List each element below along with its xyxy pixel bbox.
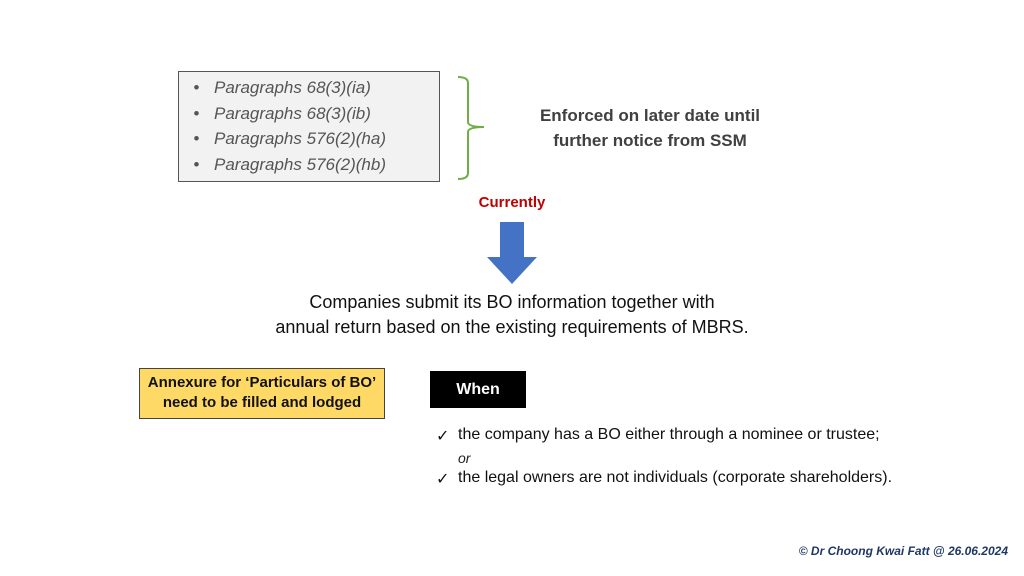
list-item: • Paragraphs 68(3)(ib)	[179, 101, 439, 127]
annexure-line: need to be filled and lodged	[162, 394, 362, 411]
enforced-line: further notice from SSM	[553, 131, 747, 150]
condition-item: ✓ the legal owners are not individuals (c…	[436, 469, 892, 489]
annexure-line: Annexure for ‘Particulars of BO’	[147, 374, 377, 391]
paragraph-list-box: • Paragraphs 68(3)(ia) • Paragraphs 68(3)(…	[178, 71, 440, 182]
copyright-credit: © Dr Choong Kwai Fatt @ 26.06.2024	[798, 544, 1008, 558]
down-arrow-icon	[487, 222, 537, 284]
paragraph-label: Paragraphs 576(2)(ha)	[214, 129, 386, 148]
currently-label: Currently	[478, 194, 546, 211]
bullet: •	[193, 129, 200, 148]
condition-text: the legal owners are not individuals (co…	[458, 469, 893, 486]
list-item: • Paragraphs 68(3)(ia)	[179, 75, 439, 101]
paragraph-label: Paragraphs 68(3)(ia)	[214, 78, 371, 97]
enforced-line: Enforced on later date until	[539, 106, 761, 125]
summary-line: annual return based on the existing requ…	[275, 317, 749, 337]
summary-text: Companies submit its BO information toge…	[200, 290, 824, 340]
condition-text: the company has a BO either through a no…	[458, 426, 880, 443]
or-label: or	[458, 450, 471, 466]
list-item: • Paragraphs 576(2)(ha)	[179, 126, 439, 152]
check-icon: ✓	[436, 471, 450, 488]
paragraph-label: Paragraphs 576(2)(hb)	[214, 154, 386, 174]
bullet: •	[193, 154, 200, 174]
condition-item: ✓ the company has a BO either through a n…	[436, 426, 880, 446]
bullet: •	[193, 103, 200, 123]
list-item: • Paragraphs 576(2)(hb)	[179, 152, 439, 178]
summary-line: Companies submit its BO information toge…	[309, 292, 715, 312]
enforced-note: Enforced on later date until further not…	[520, 103, 780, 153]
annexure-callout: Annexure for ‘Particulars of BO’ need to…	[139, 368, 385, 419]
check-icon: ✓	[436, 428, 450, 445]
curly-brace-icon	[457, 76, 485, 180]
paragraph-label: Paragraphs 68(3)(ib)	[214, 103, 371, 123]
bullet: •	[193, 78, 200, 97]
when-label: When	[430, 371, 526, 408]
